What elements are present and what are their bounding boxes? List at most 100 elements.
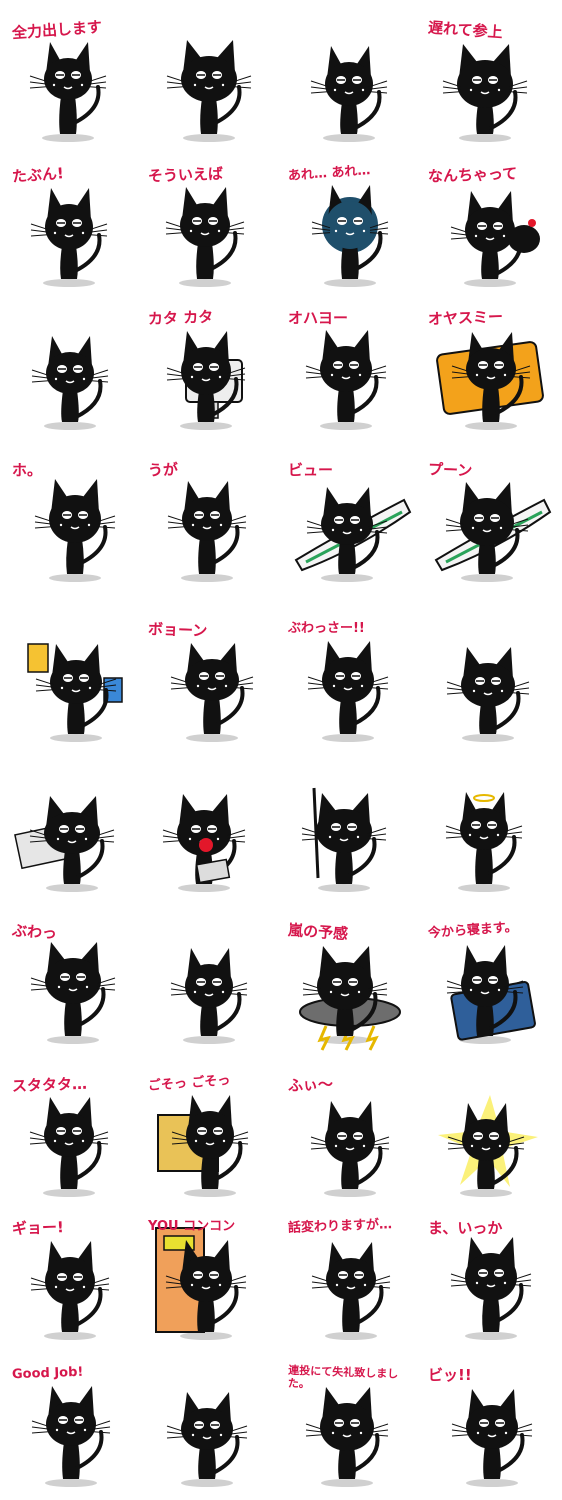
sticker[interactable] bbox=[146, 922, 276, 1052]
sticker[interactable]: 今から寝ます。 bbox=[426, 920, 556, 1052]
cat-bouncing-icon bbox=[170, 643, 254, 742]
sticker-caption: スタタタ… bbox=[11, 1074, 88, 1096]
cat-frustrated-icon bbox=[167, 481, 247, 582]
sticker-caption: なんちゃって bbox=[427, 164, 518, 186]
cat-sitting-calm-icon bbox=[166, 1392, 248, 1487]
sticker-caption: たぶん! bbox=[11, 164, 65, 186]
cat-shrugging-icon bbox=[450, 1237, 532, 1340]
cat-paper-pile-icon bbox=[307, 641, 389, 742]
sticker[interactable] bbox=[286, 20, 416, 150]
sticker[interactable]: オヤスミー bbox=[426, 308, 556, 438]
cat-stretching-icon bbox=[305, 330, 387, 430]
cat-devil-icon bbox=[301, 787, 387, 892]
cat-handstand-icon bbox=[311, 1242, 391, 1340]
sticker[interactable] bbox=[10, 620, 140, 750]
sticker[interactable]: ふぃ〜 bbox=[286, 1075, 416, 1205]
cat-shocked-blue-icon bbox=[311, 185, 389, 287]
sticker[interactable] bbox=[10, 308, 140, 438]
sticker-caption: ビッ!! bbox=[428, 1366, 472, 1384]
sticker[interactable]: うが bbox=[146, 460, 276, 590]
cat-relieved-icon bbox=[34, 479, 116, 582]
cat-sitting-icon bbox=[30, 188, 108, 287]
cat-alarm-clock-icon bbox=[30, 1241, 110, 1340]
cat-lying-down-icon bbox=[305, 1387, 389, 1487]
sticker[interactable]: ぶわっ bbox=[10, 921, 140, 1052]
sticker[interactable]: Good Job! bbox=[10, 1365, 140, 1495]
sticker[interactable]: あれ… あれ… bbox=[286, 163, 416, 295]
sticker[interactable]: そういえば bbox=[146, 165, 276, 295]
sticker[interactable]: ビュー bbox=[286, 460, 416, 590]
cat-sleeping-icon bbox=[446, 945, 536, 1044]
cat-good-job-icon bbox=[31, 1386, 111, 1487]
sticker[interactable] bbox=[426, 770, 556, 900]
cat-shining-icon bbox=[438, 1095, 538, 1197]
cat-door-knock-icon bbox=[155, 1227, 247, 1340]
sticker[interactable]: 嵐の予感 bbox=[286, 921, 416, 1052]
sticker-caption: 連投にて失礼致しました。 bbox=[287, 1363, 399, 1391]
cat-storm-cloud-icon bbox=[299, 946, 401, 1051]
sticker[interactable] bbox=[146, 20, 276, 150]
sticker[interactable] bbox=[146, 1365, 276, 1495]
cat-drinks-icon bbox=[27, 643, 123, 742]
sticker-caption: オヤスミー bbox=[427, 307, 504, 329]
sticker-caption: ぶわっ bbox=[11, 921, 58, 943]
sticker-caption: YOU コンコン bbox=[148, 1219, 236, 1234]
sticker[interactable]: ごそっ ごそっ bbox=[146, 1073, 276, 1205]
cat-airplane-icon bbox=[434, 482, 552, 582]
sticker[interactable]: ぶわっさー!! bbox=[286, 620, 416, 750]
sticker[interactable]: 遅れて参上 bbox=[426, 18, 556, 150]
sticker-caption: カタ カタ bbox=[147, 307, 214, 329]
sticker[interactable]: プーン bbox=[426, 460, 556, 590]
cat-standing-icon bbox=[310, 46, 388, 142]
sticker[interactable] bbox=[10, 770, 140, 900]
sticker-caption: ぶわっさー!! bbox=[288, 621, 365, 636]
sticker-caption: ホ。 bbox=[12, 461, 43, 479]
sticker[interactable]: ま、いっか bbox=[426, 1218, 556, 1348]
sticker[interactable]: オハヨー bbox=[286, 308, 416, 438]
sticker-caption: ギョー! bbox=[11, 1218, 65, 1238]
sticker-caption: プーン bbox=[427, 460, 473, 480]
sticker[interactable] bbox=[426, 620, 556, 750]
sticker-caption: Good Job! bbox=[11, 1364, 84, 1383]
cat-running-icon bbox=[442, 44, 528, 142]
sticker[interactable] bbox=[286, 770, 416, 900]
cat-reading-icon bbox=[162, 794, 246, 892]
sticker[interactable]: YOU コンコン bbox=[146, 1218, 276, 1348]
sticker-caption: うが bbox=[147, 460, 179, 480]
cat-pair-icon bbox=[450, 191, 540, 287]
sticker[interactable] bbox=[146, 770, 276, 900]
cat-pointing-icon bbox=[451, 1389, 533, 1487]
cat-angel-icon bbox=[445, 792, 523, 892]
sticker[interactable]: ビッ!! bbox=[426, 1365, 556, 1495]
sticker-caption: そういえば bbox=[147, 164, 224, 186]
cat-bullet-train-icon bbox=[294, 487, 412, 582]
cat-messy-fur-icon bbox=[31, 336, 109, 430]
sticker-caption: オハヨー bbox=[288, 309, 349, 327]
sticker[interactable]: なんちゃって bbox=[426, 164, 556, 295]
cat-sighing-icon bbox=[310, 1101, 390, 1197]
sticker-caption: ボョーン bbox=[147, 619, 208, 641]
sticker[interactable]: ギョー! bbox=[10, 1218, 140, 1348]
sticker[interactable]: ボョーン bbox=[146, 620, 276, 750]
cat-crying-icon bbox=[30, 942, 116, 1044]
cat-newspaper-icon bbox=[14, 796, 115, 892]
cat-thinking-icon bbox=[165, 187, 245, 287]
sticker[interactable]: 全力出します bbox=[10, 18, 140, 150]
cat-dancing-icon bbox=[166, 40, 252, 142]
sticker[interactable]: たぶん! bbox=[10, 164, 140, 295]
sticker[interactable]: ホ。 bbox=[10, 460, 140, 590]
sticker-caption: ふぃ〜 bbox=[287, 1075, 334, 1095]
sticker[interactable]: カタ カタ bbox=[146, 308, 276, 438]
cat-swim-ring-icon bbox=[29, 42, 107, 142]
sticker[interactable]: 連投にて失礼致しました。 bbox=[286, 1363, 416, 1495]
sticker[interactable]: スタタタ… bbox=[10, 1075, 140, 1205]
sticker[interactable]: 話変わりますが… bbox=[286, 1217, 416, 1348]
cat-sulking-icon bbox=[170, 948, 248, 1044]
sticker-caption: ビュー bbox=[288, 461, 334, 479]
cat-dashing-icon bbox=[29, 1097, 109, 1197]
sticker[interactable] bbox=[426, 1075, 556, 1205]
cat-rummaging-icon bbox=[157, 1095, 249, 1197]
cat-thumbs-up-icon bbox=[446, 647, 530, 742]
cat-in-bed-icon bbox=[436, 332, 544, 430]
